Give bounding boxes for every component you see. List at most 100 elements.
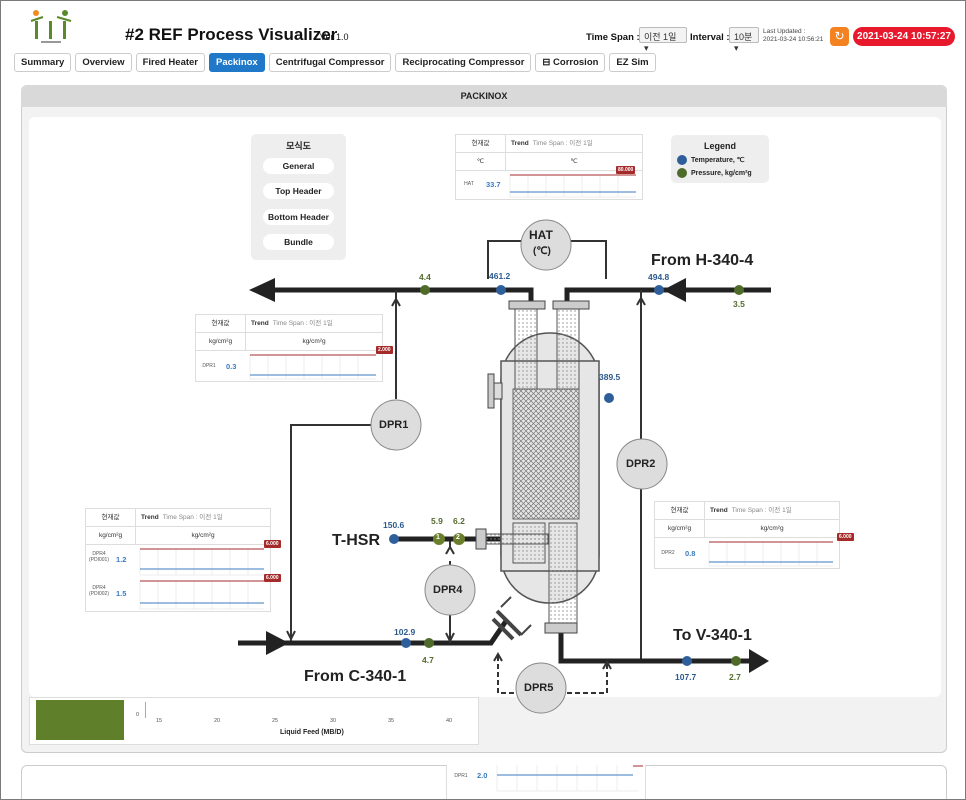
legend-temperature: Temperature, ℃ (677, 155, 745, 165)
menu-top-header-button[interactable]: Top Header (263, 183, 334, 199)
tab-ez-sim[interactable]: EZ Sim (609, 53, 656, 72)
from-c340-label: From C-340-1 (304, 668, 407, 685)
pressure-value: 4.4 (419, 272, 431, 282)
x-tick-label: 15 (156, 718, 163, 724)
tag-label: DPR1 (454, 773, 468, 779)
max-badge: 6.000 (264, 574, 281, 582)
unit-left: kg/cm²g (86, 527, 136, 545)
menu-bundle-button[interactable]: Bundle (263, 234, 334, 250)
tag-label: DPR4 (PDI001) (88, 551, 109, 563)
tab-reciprocating-compressor[interactable]: Reciprocating Compressor (395, 53, 532, 72)
current-header: 현재값 (456, 135, 506, 153)
max-badge: 6.000 (264, 540, 281, 548)
menu-general-button[interactable]: General (263, 158, 334, 174)
x-tick-label: 20 (214, 718, 221, 724)
dpr4-instrument[interactable]: DPR4 (433, 584, 463, 596)
current-time-badge: 2021-03-24 10:57:27 (853, 27, 955, 46)
pressure-value: 2.7 (729, 672, 741, 682)
temperature-value: 150.6 (383, 520, 405, 530)
tab-fired-heater[interactable]: Fired Heater (135, 53, 205, 72)
time-span-label: Time Span : (586, 32, 640, 43)
trend-title: Trend (710, 507, 728, 514)
app-title: #2 REF Process Visualizer (125, 25, 338, 44)
tag-label: DPR1 (202, 363, 216, 369)
interval-select[interactable]: 10분▾ (729, 27, 759, 53)
pressure-value: 5.9 (431, 516, 443, 526)
current-header: 현재값 (655, 502, 705, 520)
legend-title: Legend (703, 141, 736, 151)
feed-bar (36, 700, 124, 740)
tab-packinox[interactable]: Packinox (209, 53, 265, 72)
tab-centrifugal-compressor[interactable]: Centrifugal Compressor (268, 53, 392, 72)
current-header: 현재값 (196, 315, 246, 333)
schematic-menu: 모식도 General Top Header Bottom Header Bun… (251, 134, 346, 260)
chevron-down-icon: ▾ (644, 43, 649, 53)
temperature-value: 389.5 (599, 372, 621, 382)
tab-corrosion[interactable]: ⊟ Corrosion (535, 53, 606, 72)
marker-label: 1 (436, 534, 440, 541)
trend-sparkline (139, 548, 264, 610)
temperature-value: 494.8 (648, 272, 670, 282)
temperature-value: 461.2 (489, 271, 511, 281)
legend: Legend Temperature, ℃ Pressure, kg/cm²g (671, 135, 769, 183)
current-value: 2.0 (477, 771, 488, 780)
unit-left: kg/cm²g (196, 333, 246, 351)
thsr-label: T-HSR (332, 532, 380, 549)
trend-title: Trend (251, 320, 269, 327)
trend-sparkline (509, 174, 636, 198)
app-version: Ver 1.0 (320, 32, 349, 42)
dpr2-instrument[interactable]: DPR2 (626, 458, 656, 470)
trend-sparkline (496, 765, 643, 792)
y-axis (145, 702, 146, 718)
last-updated-value: 2021-03-24 10:56:21 (763, 36, 824, 43)
unit-right: ℃ (506, 153, 642, 171)
last-updated: Last Updated : 2021-03-24 10:56:21 (763, 28, 823, 44)
max-badge: 6.000 (837, 533, 854, 541)
trend-span: Time Span : 이전 1일 (532, 140, 593, 147)
dpr1-instrument[interactable]: DPR1 (379, 419, 409, 431)
unit-left: ℃ (456, 153, 506, 171)
refresh-button[interactable]: ↻ (830, 27, 849, 46)
legend-pressure: Pressure, kg/cm²g (677, 168, 752, 178)
trend-span: Time Span : 이전 1일 (162, 514, 223, 521)
trend-span: Time Span : 이전 1일 (731, 507, 792, 514)
time-span-select[interactable]: 이전 1일 ▾ (639, 27, 687, 53)
dpr5-instrument[interactable]: DPR5 (524, 682, 554, 694)
chevron-down-icon: ▾ (734, 43, 739, 53)
x-tick-label: 30 (330, 718, 337, 724)
y-tick-label: 0 (136, 712, 140, 718)
marker-label: 2 (456, 534, 460, 541)
last-updated-label: Last Updated : (763, 28, 806, 35)
hat-unit: (℃) (533, 246, 551, 257)
to-v340-label: To V-340-1 (673, 627, 752, 644)
max-badge: 80.000 (616, 166, 636, 174)
legend-temperature-label: Temperature, ℃ (691, 156, 745, 164)
current-header: 현재값 (86, 509, 136, 527)
unit-left: kg/cm²g (655, 520, 705, 538)
panel-title: PACKINOX (21, 85, 947, 107)
tab-overview[interactable]: Overview (75, 53, 132, 72)
tab-bar: Summary Overview Fired Heater Packinox C… (14, 53, 656, 72)
refresh-icon: ↻ (834, 29, 845, 43)
tab-corrosion-label: Corrosion (553, 57, 599, 68)
unit-right: kg/cm²g (246, 333, 382, 351)
bottom-trend-card[interactable]: DPR1 2.0 (446, 765, 646, 799)
temperature-value: 102.9 (394, 627, 416, 637)
trend-sparkline (249, 354, 376, 380)
current-value: 0.3 (226, 362, 237, 371)
menu-bottom-header-button[interactable]: Bottom Header (263, 209, 334, 225)
company-logo (30, 10, 72, 43)
tab-summary[interactable]: Summary (14, 53, 72, 72)
pressure-value: 4.7 (422, 655, 434, 665)
temperature-value: 107.7 (675, 672, 697, 682)
interval-label: Interval : (690, 32, 730, 43)
